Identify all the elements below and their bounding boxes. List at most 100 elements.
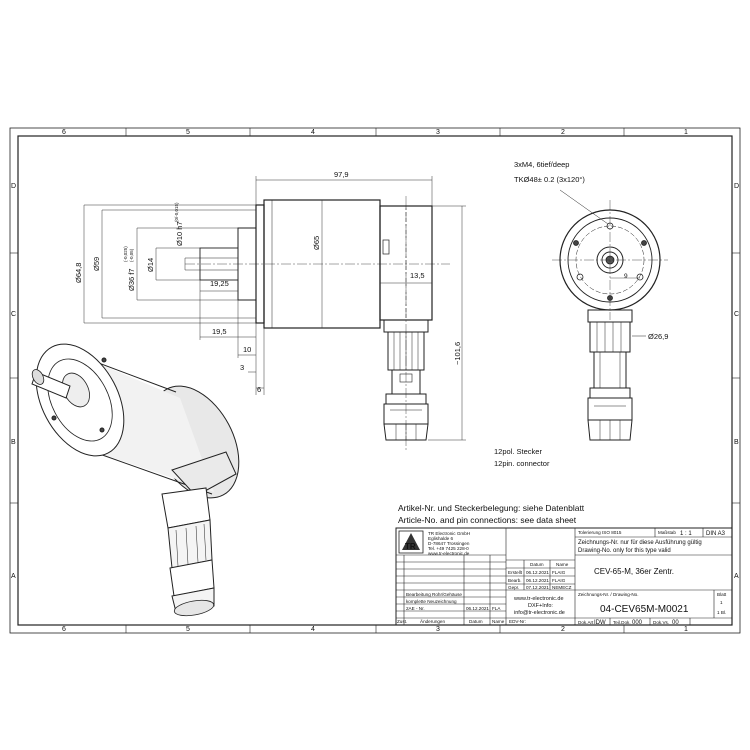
note-connector-en: 12pin. connector — [494, 459, 550, 468]
title-block-texts: TR Electronic GmbH Eglishalde 6 D-78647 … — [397, 530, 727, 626]
tb-dok-art: IDW — [594, 620, 606, 626]
tb-format: DIN A3 — [706, 531, 726, 537]
tb-city: D-78647 Trossingen — [428, 541, 470, 546]
zone-top-4: 4 — [311, 129, 315, 136]
dim-flange-dia: Ø64,8 — [74, 263, 83, 283]
note-connector-de: 12pol. Stecker — [494, 447, 542, 456]
dim-housing-dia: Ø65 — [312, 236, 321, 250]
dim-6: 6 — [257, 385, 261, 394]
tb-rev-row3-date: 06.12.2021 — [466, 606, 489, 611]
tb-email: info@tr-electronic.de — [514, 610, 565, 616]
zone-right-C: C — [734, 311, 739, 318]
dim-shaft-tol: (0/-0,015) — [174, 202, 179, 222]
article-notes: Artikel-Nr. und Steckerbelegung: siehe D… — [398, 503, 585, 525]
tb-dok-vers-label: Dok.Vs. — [653, 620, 669, 625]
tb-row1-date: 06.12.2021 — [526, 570, 549, 575]
tb-drawing-no-label: Zeichnungs-Nr. / Drawing-No. — [578, 592, 639, 597]
dim-3: 3 — [240, 363, 244, 372]
zone-top-1: 1 — [684, 129, 688, 136]
dim-overall-length: 97,9 — [334, 170, 349, 179]
dim-body-dia: Ø59 — [92, 257, 101, 271]
tb-row1-label: Erstellt — [508, 570, 523, 575]
front-view-texts: 3xM4, 6tief/deep TKØ48± 0.2 (3x120°) 9 Ø… — [494, 160, 668, 468]
tb-rev-row3-name: FLA — [492, 606, 501, 611]
zone-bottom-5: 5 — [186, 626, 190, 633]
zone-top-5: 5 — [186, 129, 190, 136]
tb-row2-label: Bearb. — [508, 578, 522, 583]
tb-rev-col-date: Datum — [469, 619, 483, 624]
dim-front-9: 9 — [624, 273, 628, 280]
tb-row3-date: 07.12.2021 — [526, 585, 549, 590]
tb-col-date: Datum — [530, 562, 544, 567]
drawing-frame — [9, 127, 741, 634]
isometric-view — [31, 343, 240, 617]
logo-text: TR — [405, 542, 416, 551]
side-dimension-lines — [83, 176, 466, 441]
tb-tolerance: Tolerierung ISO 8015 — [578, 530, 622, 535]
tb-sheet-label: Blatt — [717, 592, 727, 597]
zone-bottom-4: 4 — [311, 626, 315, 633]
tb-validity-de: Zeichnungs-Nr. nur für diese Ausführung … — [578, 540, 702, 546]
zone-top-6: 6 — [62, 129, 66, 136]
tb-rev-col-change: Änderungen — [420, 618, 445, 624]
zone-labels: 6 5 4 3 2 1 6 5 4 3 2 1 D C B A D C B A — [11, 129, 739, 633]
tb-company: TR Electronic GmbH — [428, 531, 470, 536]
zone-bottom-2: 2 — [561, 626, 565, 633]
zone-top-2: 2 — [561, 129, 565, 136]
tb-street: Eglishalde 6 — [428, 536, 453, 541]
tb-teil-dok: 000 — [632, 620, 643, 626]
note-article-en: Article-No. and pin connections: see dat… — [398, 515, 577, 525]
tb-rev-row2: komplette Neuzeichnung — [406, 599, 457, 604]
side-dimension-texts: 97,9 Ø64,8 Ø59 Ø36 f7 (-0,025) (-0,05) Ø… — [74, 170, 462, 394]
zone-top-3: 3 — [436, 129, 440, 136]
zone-right-B: B — [734, 439, 739, 446]
zone-bottom-3: 3 — [436, 626, 440, 633]
dim-connector-dia: Ø26,9 — [648, 332, 668, 341]
tb-scale: 1 : 1 — [680, 531, 692, 537]
tb-rev-col-zust: Zust. — [397, 619, 407, 624]
tb-dok-vers: 00 — [672, 620, 679, 626]
dim-shaft-14: Ø14 — [146, 258, 155, 272]
dim-10: 10 — [243, 345, 251, 354]
tb-drawing-no: 04-CEV65M-M0021 — [600, 604, 689, 615]
tb-validity-en: Drawing-No. only for this type valid — [578, 548, 671, 554]
tb-title: CEV-65-M, 36er Zentr. — [594, 567, 674, 576]
dim-pilot-dia: Ø36 f7 — [127, 268, 136, 291]
zone-right-A: A — [734, 573, 739, 580]
dim-pilot-tol-upper: (-0,025) — [123, 246, 128, 262]
tb-row3-label: Gepr. — [508, 585, 519, 590]
dim-19-5: 19,5 — [212, 327, 227, 336]
dim-connector-length: ~101,6 — [453, 342, 462, 365]
dim-connector-offset: 13,5 — [410, 271, 425, 280]
tb-sheet-total: 1 Bl. — [717, 610, 726, 615]
tb-sheet: 1 — [720, 600, 723, 605]
tb-row2-date: 06.12.2021 — [526, 578, 549, 583]
tb-row1-name: FLAIG — [552, 570, 566, 575]
tb-teil-dok-label: Teil.Dok. — [613, 620, 631, 625]
tb-website: www.tr-electronic.de — [513, 596, 564, 602]
zone-left-B: B — [11, 439, 16, 446]
tb-rev-row3-no: 2AE - Nr. — [406, 606, 425, 611]
tb-col-name: Name — [556, 562, 569, 567]
tb-scale-label: Maßstab — [658, 530, 676, 535]
tb-row2-name: FLAIG — [552, 578, 566, 583]
tb-row3-name: NEMECZ — [552, 585, 572, 590]
title-block — [395, 527, 733, 626]
zone-left-C: C — [11, 311, 16, 318]
zone-bottom-6: 6 — [62, 626, 66, 633]
note-article-de: Artikel-Nr. und Steckerbelegung: siehe D… — [398, 503, 585, 513]
dim-pilot-tol-lower: (-0,05) — [129, 248, 134, 262]
tb-rev-col-name: Name — [492, 619, 505, 624]
tb-edv: EDV-Nr: — [509, 619, 526, 624]
zone-left-A: A — [11, 573, 16, 580]
tb-tel: Tel. +49 7425 228-0 — [428, 546, 469, 551]
zone-right-D: D — [734, 183, 739, 190]
tb-rev-row1: Bearbeitung Rohr/Gehäuse — [406, 592, 462, 597]
dim-19-25: 19,25 — [210, 279, 229, 288]
company-logo: TR — [398, 530, 424, 554]
tb-web: www.tr-electronic.de — [428, 551, 470, 556]
dim-shaft-10: Ø10 h7 — [175, 221, 184, 246]
tb-dok-art-label: Dok.Art — [578, 620, 594, 625]
tb-dxf: DXF+Info: — [528, 603, 553, 609]
